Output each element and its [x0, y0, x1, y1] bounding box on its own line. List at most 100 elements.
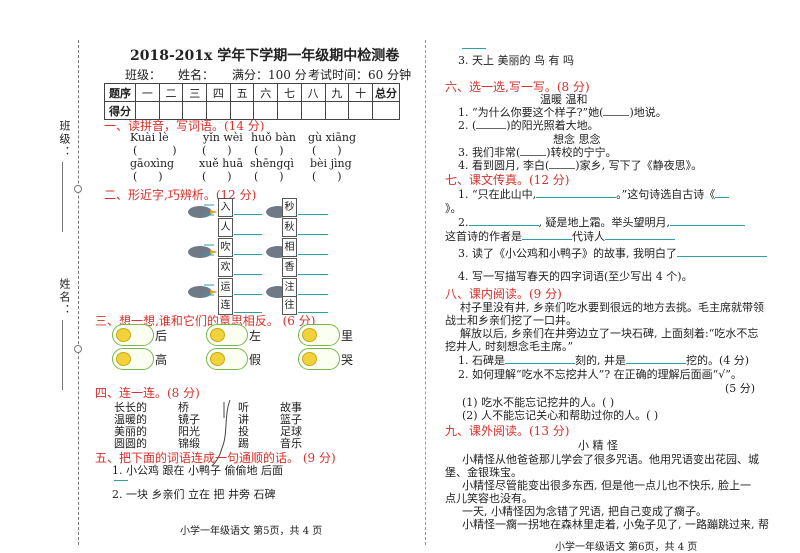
s7-q2-text: 2. [458, 216, 469, 229]
answer-blank[interactable] [476, 128, 507, 129]
answer-blank[interactable] [468, 225, 539, 226]
info-time: 考试时间：60 分钟 [308, 68, 412, 82]
reading-paragraph: 挖井人, 时刻想念毛主席。” [445, 340, 574, 353]
section1-heading: 一、读拼音，写词语。(14 分) [104, 119, 265, 133]
match-word[interactable]: 篮子 [280, 413, 302, 426]
score-col: 三 [182, 83, 208, 102]
story-paragraph: 堡、金银珠宝。 [445, 466, 522, 479]
answer-line[interactable] [298, 254, 328, 255]
answer-parens[interactable]: ( ) [254, 170, 284, 183]
match-word[interactable]: 讲 [238, 413, 249, 426]
answer-line[interactable] [234, 234, 262, 235]
answer-blank[interactable] [505, 363, 575, 364]
answer-blank[interactable] [603, 115, 630, 116]
match-word[interactable]: 桥 [178, 401, 189, 414]
binding-hole [74, 345, 82, 353]
s7-q1-end: 》。 [445, 202, 462, 215]
answer-blank[interactable] [520, 155, 547, 156]
answer-line[interactable] [234, 254, 262, 255]
answer-blank[interactable] [676, 256, 767, 257]
antonym-char: 哭 [341, 353, 354, 367]
answer-parens[interactable]: ( ) [133, 170, 163, 183]
score-col: 八 [300, 83, 326, 102]
info-name: 姓名： [178, 68, 215, 82]
score-cell[interactable] [372, 101, 400, 120]
match-word[interactable]: 温暖的 [114, 413, 147, 426]
answer-line[interactable] [234, 274, 262, 275]
s6-q4-text: 4. 看到圆月, 李白( [458, 159, 550, 172]
pinyin: huǒ bàn [251, 131, 296, 144]
char-box: 连 [218, 296, 233, 315]
score-col: 五 [229, 83, 255, 102]
s7-q2-text-mid: , 疑是地上霜。举头望明月, [538, 216, 671, 229]
s6-q2-text-end: )的阳光照着大地。 [506, 119, 599, 132]
answer-line[interactable] [234, 214, 262, 215]
answer-parens[interactable]: ( ) [202, 144, 232, 157]
score-table: 题序 一 二 三 四 五 六 七 八 九 十 总分 得分 [104, 83, 400, 120]
match-word[interactable]: 圆圆的 [114, 437, 147, 450]
answer-blank[interactable] [536, 197, 617, 198]
answer-line[interactable] [298, 214, 328, 215]
binding-class-label: 班级： [58, 120, 71, 159]
bracket-lines-left [204, 204, 214, 296]
answer-blank[interactable] [549, 168, 576, 169]
answer-line[interactable] [298, 294, 328, 295]
match-word[interactable]: 听 [238, 401, 249, 414]
match-word[interactable]: 阳光 [178, 425, 200, 438]
char-box: 相 [282, 238, 297, 257]
score-cell[interactable] [348, 101, 373, 120]
footer-left: 小学一年级语文 第5页，共 4 页 [180, 526, 323, 537]
answer-line[interactable] [234, 312, 262, 313]
section9-heading: 九、课外阅读。(13 分) [445, 424, 570, 438]
s8-q1-text-end: 挖的。(4 分) [686, 354, 750, 367]
score-cell[interactable] [324, 101, 350, 120]
answer-line[interactable] [462, 48, 486, 49]
match-word[interactable]: 故事 [280, 401, 302, 414]
info-class: 班级： [125, 68, 162, 82]
reading-paragraph: 战士和乡亲们挖了一口井。 [445, 314, 577, 327]
score-col: 一 [135, 83, 160, 102]
s8-option[interactable]: (1) 吃水不能忘记挖井的人。( ) [462, 396, 615, 409]
duck-icon [302, 352, 317, 366]
match-word[interactable]: 投 [238, 425, 249, 438]
match-word[interactable]: 足球 [280, 425, 302, 438]
s6-q1-text: 1. “为什么你要这个样子?”她( [458, 106, 604, 119]
answer-line[interactable] [298, 234, 328, 235]
score-cell[interactable] [253, 101, 279, 120]
s8-option[interactable]: (2) 人不能忘记关心和帮助过你的人。( ) [462, 409, 659, 422]
antonym-char: 后 [155, 329, 168, 343]
pinyin: Kuài lè [130, 131, 169, 144]
match-word[interactable]: 踢 [238, 437, 249, 450]
s8-q1-text-mid: 刻的, 井是 [575, 354, 626, 367]
reading-paragraph: 村子里没有井, 乡亲们吃水要到很远的地方去挑。毛主席就带领 [460, 301, 764, 314]
answer-parens[interactable]: ( ) [312, 170, 342, 183]
answer-blank[interactable] [605, 239, 675, 240]
answer-blank[interactable] [522, 239, 572, 240]
answer-parens[interactable]: ( ) [202, 170, 232, 183]
binding-dashed-line [78, 40, 79, 545]
answer-line[interactable] [298, 312, 328, 313]
answer-parens[interactable]: ( ) [133, 144, 179, 157]
match-word[interactable]: 镜子 [178, 413, 200, 426]
score-cell[interactable] [277, 101, 302, 120]
answer-parens[interactable]: ( ) [312, 144, 342, 157]
answer-line[interactable] [234, 294, 262, 295]
match-word[interactable]: 长长的 [114, 401, 147, 414]
duck-icon [116, 328, 131, 342]
duck-icon [210, 352, 225, 366]
match-word[interactable]: 音乐 [280, 437, 302, 450]
score-row-label: 得分 [104, 101, 136, 120]
binding-hole [74, 185, 82, 193]
answer-blank[interactable] [670, 225, 745, 226]
answer-line[interactable] [298, 274, 328, 275]
answer-line[interactable] [114, 480, 128, 481]
page-title: 2018-201x 学年下学期一年级期中检测卷 [130, 48, 400, 64]
score-cell[interactable] [300, 101, 326, 120]
match-word[interactable]: 锦缎 [178, 437, 200, 450]
answer-blank[interactable] [626, 363, 686, 364]
match-word[interactable]: 美丽的 [114, 425, 147, 438]
s7-q4: 4. 写一写描写春天的四字词语(至少写出 4 个)。 [458, 270, 693, 283]
answer-blank[interactable] [715, 197, 730, 198]
answer-parens[interactable]: ( ) [254, 144, 284, 157]
sentence-words-2: 2. 一块 乡亲们 立在 把 井旁 石碑 [112, 488, 276, 501]
